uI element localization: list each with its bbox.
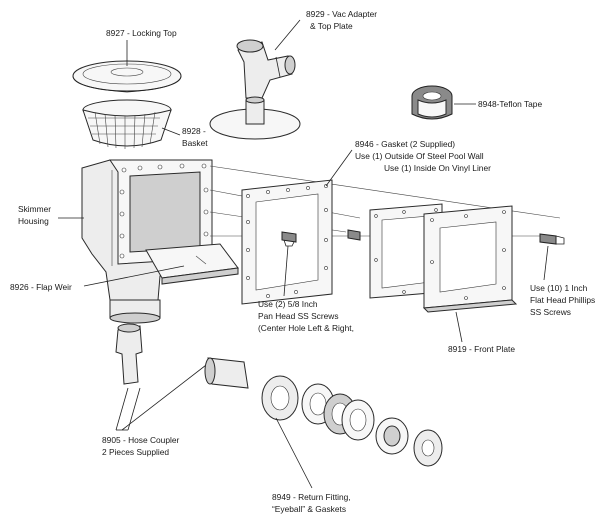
label-vac-adapter-line2: & Top Plate <box>310 21 353 31</box>
return-fitting-pipe <box>204 357 249 389</box>
label-flat-screws-line3: SS Screws <box>530 307 571 317</box>
vac-top-plate-part <box>209 96 301 140</box>
teflon-tape-part <box>411 85 453 120</box>
label-return-fitting-line1: 8949 - Return Fitting, <box>272 492 351 502</box>
gasket-part-1 <box>241 179 333 305</box>
label-basket-line2: Basket <box>182 138 208 148</box>
flap-weir-part <box>145 243 239 285</box>
label-gasket-line2: Use (1) Outside Of Steel Pool Wall <box>355 151 484 161</box>
label-vac-adapter-line1: 8929 - Vac Adapter <box>306 9 377 19</box>
label-pan-screws-line2: Pan Head SS Screws <box>258 311 339 321</box>
basket-part <box>82 99 172 149</box>
vac-adapter-part <box>236 39 296 99</box>
label-gasket-line1: 8946 - Gasket (2 Supplied) <box>355 139 455 149</box>
label-flat-screws-line1: Use (10) 1 Inch <box>530 283 588 293</box>
leader-return-fitting <box>275 417 313 489</box>
pan-head-screw-right <box>347 229 361 241</box>
label-hose-coupler-line1: 8905 - Hose Coupler <box>102 435 179 445</box>
skimmer-housing-part <box>81 159 213 324</box>
return-fitting-rings <box>261 375 443 467</box>
label-skimmer-line2: Housing <box>18 216 49 226</box>
leader-basket <box>161 127 181 136</box>
label-teflon-tape: 8948-Teflon Tape <box>478 99 542 109</box>
label-flat-screws-line2: Flat Head Phillips <box>530 295 595 305</box>
label-hose-coupler-line2: 2 Pieces Supplied <box>102 447 169 457</box>
label-pan-screws-line1: Use (2) 5/8 Inch <box>258 299 318 309</box>
pan-head-screw-left <box>281 231 297 247</box>
leader-pan-screws <box>283 245 289 297</box>
label-skimmer-line1: Skimmer <box>18 204 51 214</box>
label-locking-top: 8927 - Locking Top <box>106 28 177 38</box>
hose-coupler-lines <box>115 387 141 431</box>
label-flap-weir: 8926 - Flap Weir <box>10 282 72 292</box>
label-return-fitting-line2: “Eyeball” & Gaskets <box>272 504 346 514</box>
hose-coupler-part <box>115 323 143 385</box>
leader-flat-screws <box>543 245 549 281</box>
label-gasket-line3: Use (1) Inside On Vinyl Liner <box>384 163 491 173</box>
leader-flap-weir <box>83 265 185 287</box>
skimmer-faceplate-holes <box>119 163 209 259</box>
label-pan-screws-line3: (Center Hole Left & Right, <box>258 323 354 333</box>
leader-vac-adapter <box>274 19 301 51</box>
label-front-plate: 8919 - Front Plate <box>448 344 515 354</box>
front-plate-part <box>422 205 518 313</box>
leader-gasket <box>325 149 353 187</box>
labels: 8927 - Locking Top 8929 - Vac Adapter & … <box>10 9 595 514</box>
label-basket-line1: 8928 - <box>182 126 206 136</box>
leader-hose-coupler <box>121 361 211 431</box>
flat-head-screw <box>539 233 565 245</box>
leader-front-plate <box>455 311 463 343</box>
